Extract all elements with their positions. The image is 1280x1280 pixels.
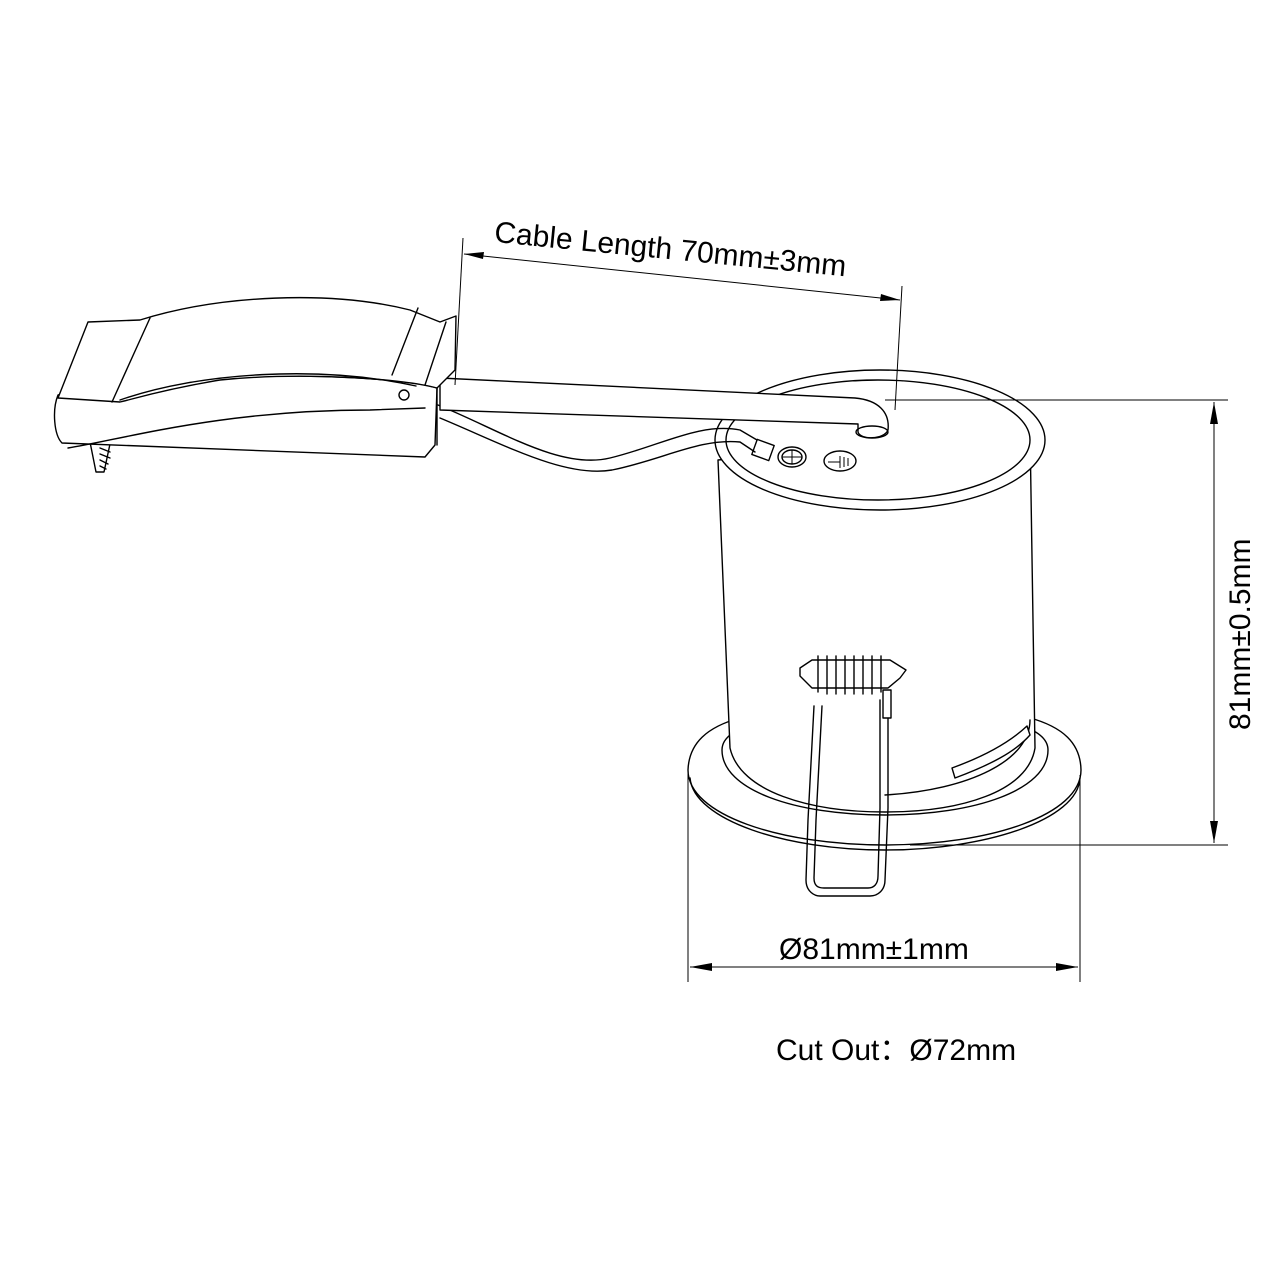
diameter-label: Ø81mm±1mm [779, 933, 969, 966]
earth-terminal [751, 438, 807, 468]
torsion-spring-clip [799, 655, 907, 897]
connection-cable [437, 377, 889, 472]
height-dimension [885, 399, 1228, 846]
earth-symbol [823, 450, 857, 472]
cut-out-label: Cut Out：Ø72mm [776, 1034, 1017, 1067]
cable-length-dimension [454, 237, 903, 411]
height-label: 81mm±0.5mm [1224, 538, 1257, 731]
diameter-dimension [687, 770, 1081, 982]
driver-box [53, 296, 457, 473]
downlight-can [714, 369, 1046, 813]
